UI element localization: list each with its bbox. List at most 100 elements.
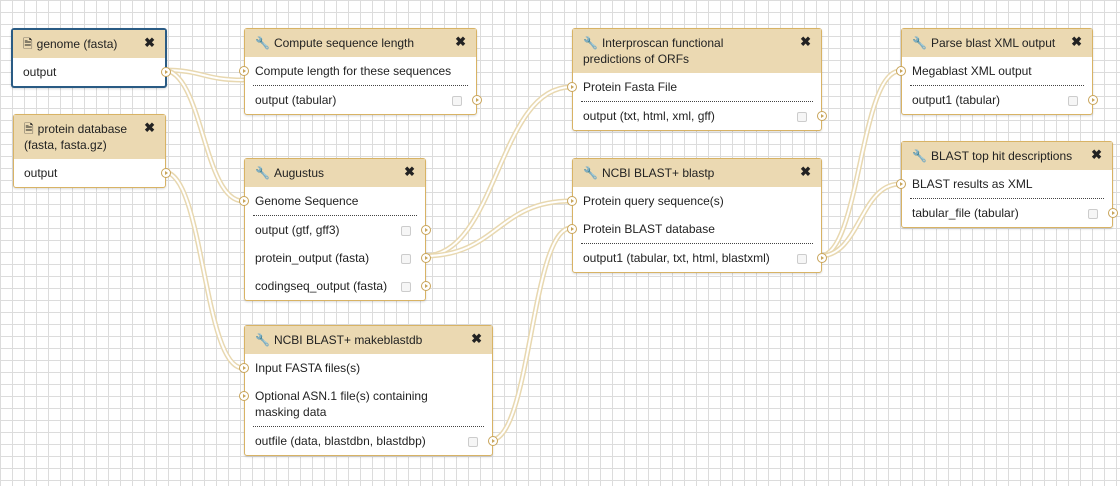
node-augustus[interactable]: 🔧Augustus ✖ Genome Sequence output (gtf,… (239, 158, 431, 301)
wrench-icon: 🔧 (583, 166, 598, 180)
connection-wire-core (163, 171, 244, 369)
node-blastp[interactable]: 🔧NCBI BLAST+ blastp ✖ Protein query sequ… (567, 158, 827, 273)
connection-wire (488, 225, 574, 443)
output-checkbox[interactable] (1068, 96, 1078, 106)
connection-wire (421, 198, 574, 259)
input-terminal: Genome Sequence (239, 187, 425, 215)
node-title-text: NCBI BLAST+ blastp (601, 166, 715, 180)
node-title-text: Augustus (273, 166, 324, 180)
input-terminal: BLAST results as XML (896, 170, 1112, 198)
close-icon[interactable]: ✖ (800, 164, 811, 179)
input-port[interactable] (896, 179, 906, 189)
output-port[interactable] (1108, 208, 1118, 218)
wrench-icon: 🔧 (583, 36, 598, 50)
divider (253, 215, 417, 216)
node-title[interactable]: 🔧Compute sequence length ✖ (245, 29, 476, 57)
node-title[interactable]: 🗎protein database (fasta, fasta.gz) ✖ (14, 115, 165, 159)
connection-wire (161, 169, 246, 371)
input-label: Megablast XML output (912, 64, 1032, 78)
node-title[interactable]: 🔧Interproscan functional predictions of … (573, 29, 821, 73)
close-icon[interactable]: ✖ (1091, 147, 1102, 162)
output-checkbox[interactable] (468, 437, 478, 447)
output-label: output1 (tabular) (912, 93, 1001, 107)
node-title-text: BLAST top hit descriptions (930, 149, 1073, 163)
output-label: output (gtf, gff3) (255, 223, 340, 237)
node-title[interactable]: 🔧Augustus ✖ (245, 159, 425, 187)
connection-wire (817, 181, 903, 259)
node-title-text: NCBI BLAST+ makeblastdb (273, 333, 423, 347)
divider (910, 85, 1084, 86)
close-icon[interactable]: ✖ (1071, 34, 1082, 49)
output-port[interactable] (472, 95, 482, 105)
input-label: Compute length for these sequences (255, 64, 452, 78)
output-checkbox[interactable] (797, 254, 807, 264)
input-terminal: Protein Fasta File (567, 73, 821, 101)
node-title[interactable]: 🔧NCBI BLAST+ makeblastdb ✖ (245, 326, 492, 354)
input-port[interactable] (567, 224, 577, 234)
node-interproscan[interactable]: 🔧Interproscan functional predictions of … (567, 28, 827, 131)
connection-wire-core (490, 227, 572, 441)
node-blast-top-hit[interactable]: 🔧BLAST top hit descriptions ✖ BLAST resu… (896, 141, 1118, 228)
node-title[interactable]: 🔧NCBI BLAST+ blastp ✖ (573, 159, 821, 187)
node-protein-database[interactable]: 🗎protein database (fasta, fasta.gz) ✖ ou… (13, 114, 171, 188)
close-icon[interactable]: ✖ (144, 120, 155, 135)
node-title[interactable]: 🗎genome (fasta) ✖ (13, 30, 165, 58)
output-checkbox[interactable] (452, 96, 462, 106)
input-port[interactable] (239, 363, 249, 373)
connection-wire-core (162, 69, 244, 81)
close-icon[interactable]: ✖ (800, 34, 811, 49)
output-terminal: output1 (tabular, txt, html, blastxml) (573, 244, 827, 272)
close-icon[interactable]: ✖ (455, 34, 466, 49)
node-makeblastdb[interactable]: 🔧NCBI BLAST+ makeblastdb ✖ Input FASTA f… (239, 325, 498, 456)
input-label: Protein BLAST database (583, 222, 715, 236)
output-port[interactable] (421, 225, 431, 235)
input-port[interactable] (567, 196, 577, 206)
node-parse-blast-xml[interactable]: 🔧Parse blast XML output ✖ Megablast XML … (896, 28, 1098, 115)
input-port[interactable] (239, 66, 249, 76)
connection-wire-core (819, 183, 901, 257)
divider (581, 243, 813, 244)
output-port[interactable] (161, 168, 171, 178)
close-icon[interactable]: ✖ (471, 331, 482, 346)
node-genome[interactable]: 🗎genome (fasta) ✖ output (11, 28, 171, 88)
node-title[interactable]: 🔧Parse blast XML output ✖ (902, 29, 1092, 57)
divider (910, 198, 1104, 199)
output-checkbox[interactable] (401, 282, 411, 292)
node-title-text: Interproscan functional predictions of O… (583, 36, 724, 66)
node-compute-sequence-length[interactable]: 🔧Compute sequence length ✖ Compute lengt… (239, 28, 482, 115)
output-checkbox[interactable] (797, 112, 807, 122)
output-label: protein_output (fasta) (255, 251, 370, 265)
output-port[interactable] (161, 67, 171, 77)
node-title-text: genome (fasta) (36, 37, 118, 51)
input-port[interactable] (896, 66, 906, 76)
wrench-icon: 🔧 (255, 333, 270, 347)
output-port[interactable] (1088, 95, 1098, 105)
output-label: output (tabular) (255, 93, 337, 107)
node-title-text: Compute sequence length (273, 36, 415, 50)
output-terminal: tabular_file (tabular) (902, 199, 1118, 227)
output-terminal: output (txt, html, xml, gff) (573, 102, 827, 130)
output-checkbox[interactable] (401, 254, 411, 264)
divider (581, 101, 813, 102)
output-checkbox[interactable] (401, 226, 411, 236)
output-port[interactable] (421, 253, 431, 263)
output-label: outfile (data, blastdbn, blastdbp) (255, 434, 426, 448)
input-terminal: Protein query sequence(s) (567, 187, 821, 215)
close-icon[interactable]: ✖ (144, 35, 155, 50)
input-port[interactable] (239, 391, 249, 401)
output-port[interactable] (421, 281, 431, 291)
output-label: output1 (tabular, txt, html, blastxml) (583, 251, 770, 265)
output-terminal: protein_output (fasta) (245, 244, 431, 272)
input-terminal: Optional ASN.1 file(s) containing maskin… (239, 382, 492, 426)
wrench-icon: 🔧 (912, 36, 927, 50)
input-port[interactable] (567, 82, 577, 92)
input-port[interactable] (239, 196, 249, 206)
output-label: output (24, 166, 58, 180)
output-label: output (txt, html, xml, gff) (583, 109, 715, 123)
node-title[interactable]: 🔧BLAST top hit descriptions ✖ (902, 142, 1112, 170)
close-icon[interactable]: ✖ (404, 164, 415, 179)
output-port[interactable] (817, 253, 827, 263)
output-port[interactable] (817, 111, 827, 121)
output-port[interactable] (488, 436, 498, 446)
output-checkbox[interactable] (1088, 209, 1098, 219)
